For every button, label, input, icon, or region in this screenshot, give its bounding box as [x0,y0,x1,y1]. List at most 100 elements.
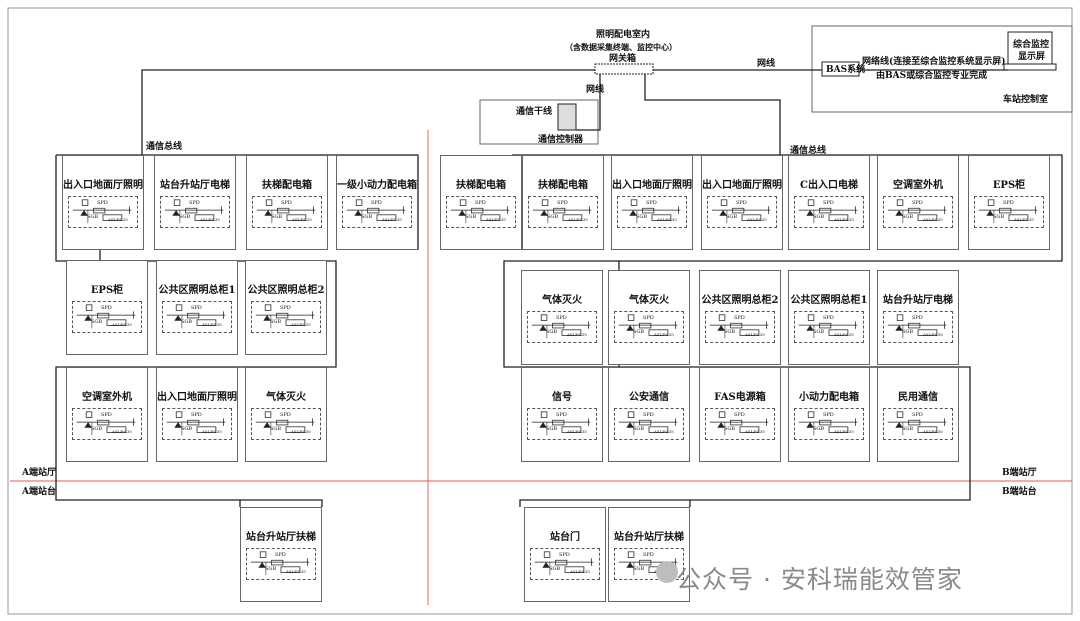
monitor-base-icon [1003,63,1057,71]
box-title: 气体灭火 [629,295,669,306]
sgb-label: SGB [547,214,559,220]
sgb-label: SGB [91,319,103,325]
module-label: ASLP-L35 [202,322,222,327]
module-label: ASLP-L35 [1014,217,1034,222]
module-schematic-icon [618,314,678,339]
box-title: 出入口地面厅照明 [702,180,782,191]
module-label: ASLP-L35 [567,332,587,337]
sgb-label: SGB [993,214,1005,220]
sgb-label: SGB [361,214,373,220]
module-label: ASLP-L35 [654,332,674,337]
a-hall-label: A端站厅 [22,468,56,478]
module-schematic-icon [255,411,315,436]
lighting-room-title: 照明配电室内 [596,30,651,40]
spd-label: SPD [371,200,382,206]
sgb-label: SGB [549,566,561,572]
spd-label: SPD [912,412,923,418]
spd-label: SPD [734,315,745,321]
module-label: ASLP-L35 [834,429,854,434]
box-title: 公共区照明总柜2 [701,295,779,306]
box-title: FAS电源箱 [714,392,766,403]
box-title: 站台门 [550,532,580,543]
gateway-box [594,63,654,75]
spd-label: SPD [191,412,202,418]
sgb-label: SGB [633,329,645,335]
sgb-label: SGB [270,426,282,432]
spd-label: SPD [912,200,923,206]
module-label: ASLP-L35 [745,429,765,434]
box-title: 信号 [552,392,572,403]
sgb-label: SGB [271,214,283,220]
comm-controller-label: 通信控制器 [538,135,584,145]
bas-system-label: BAS系统 [826,65,866,75]
wechat-logo-icon [656,561,678,583]
sgb-label: SGB [902,329,914,335]
module-label: ASLP-L35 [745,332,765,337]
module-label: ASLP-L35 [112,322,132,327]
box-title: 小动力配电箱 [799,392,859,403]
distribution-box-r1-3: 出入口地面厅照明 SPD SGB ASLP-L35 [701,155,783,250]
module-schematic-icon [164,199,224,224]
spd-label: SPD [556,412,567,418]
box-title: 公共区照明总柜2 [247,285,325,296]
sgb-label: SGB [91,426,103,432]
box-title: 站台升站厅扶梯 [614,532,684,543]
network-note-2: 由BAS或综合监控专业完成 [876,71,988,81]
module-schematic-icon [711,199,771,224]
box-title: 扶梯配电箱 [538,180,588,191]
sgb-label: SGB [546,329,558,335]
sgb-label: SGB [726,214,738,220]
control-room-label: 车站控制室 [1003,95,1049,105]
box-title: 出入口地面厅照明 [63,180,143,191]
spd-label: SPD [736,200,747,206]
sgb-label: SGB [813,214,825,220]
module-label: ASLP-L35 [747,217,767,222]
network-note-1: 网络线(连接至综合监控系统显示屏) [862,57,1006,67]
module-schematic-icon [798,199,858,224]
module-schematic-icon [798,314,858,339]
sgb-label: SGB [179,214,191,220]
spd-label: SPD [912,315,923,321]
module-schematic-icon [76,304,136,329]
module-schematic-icon [887,199,947,224]
module-label: ASLP-L35 [654,429,674,434]
module-schematic-icon [887,314,947,339]
module-schematic-icon [531,314,591,339]
module-label: ASLP-L35 [834,217,854,222]
box-title: 公安通信 [629,392,669,403]
spd-label: SPD [556,315,567,321]
gateway-label: 网关箱 [609,54,637,64]
sgb-label: SGB [636,214,648,220]
box-title: 气体灭火 [266,392,306,403]
comm-trunk-label: 通信干线 [516,107,553,117]
spd-label: SPD [475,200,486,206]
sgb-label: SGB [87,214,99,220]
sgb-label: SGB [633,426,645,432]
lighting-room-subtitle: （含数据采集终端、监控中心） [565,42,677,52]
spd-label: SPD [191,305,202,311]
module-label: ASLP-L35 [292,217,312,222]
module-label: ASLP-L35 [108,217,128,222]
